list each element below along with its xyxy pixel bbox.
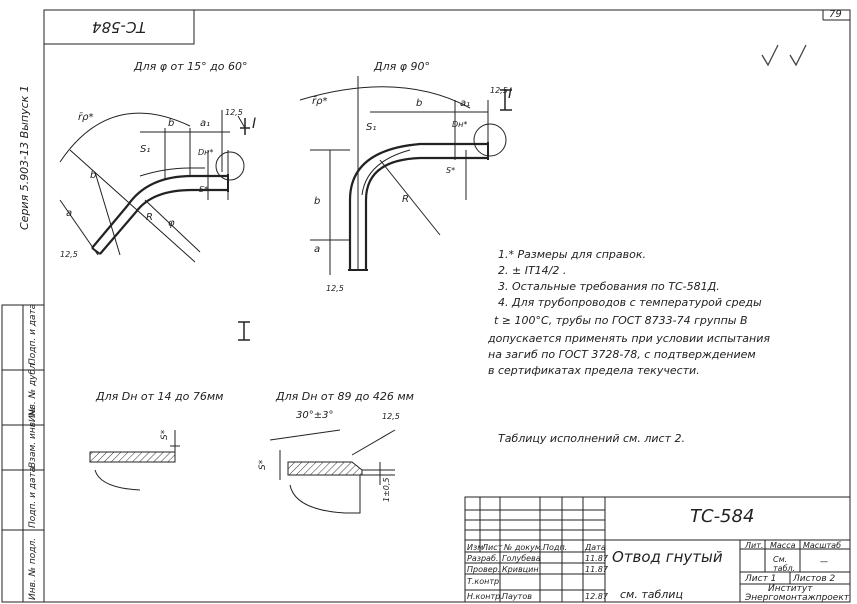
dim-a1-left: a₁ xyxy=(200,118,211,129)
tb-mass: Масса xyxy=(770,541,796,550)
row-prover-date: 11.87 xyxy=(585,565,608,574)
note-3: 3. Остальные требования по ТС-581Д. xyxy=(498,280,720,293)
note-1: 1.* Размеры для справок. xyxy=(498,248,647,261)
dim-a1-right: a₁ xyxy=(460,98,471,109)
note-6: допускается применять при условии испыта… xyxy=(488,332,770,345)
title-block-material: см. таблиц xyxy=(620,588,683,601)
tb-mass-val: См. табл. xyxy=(773,555,796,573)
row-nkontr-name: Паутов xyxy=(502,592,532,601)
detail-one: 1±0,5 xyxy=(382,477,391,502)
dim-rb-left: 12,5 xyxy=(60,250,78,259)
doc-code-box: ТС-584 xyxy=(92,18,146,36)
dim-b2-left: b xyxy=(90,170,97,181)
tb-scale: Масштаб xyxy=(803,541,842,550)
row-nkontr-role: Н.контр. xyxy=(467,592,503,601)
stamp-sign-date-2: Подп. и дата xyxy=(28,466,38,528)
angle-label: 30°±3° xyxy=(296,410,334,421)
page-number: 79 xyxy=(829,9,842,20)
section-mark-left: I xyxy=(252,116,257,132)
table-reference: Таблицу исполнений см. лист 2. xyxy=(498,432,685,445)
row-prover-name: Кривцин xyxy=(502,565,539,574)
dim-R-right: R xyxy=(402,194,409,205)
hdr-doc: № докум. xyxy=(504,543,544,552)
stamp-orig-inv: Инв. № подл. xyxy=(28,537,38,600)
row-razrab-role: Разраб. xyxy=(467,554,499,563)
detail-left-s: S* xyxy=(160,429,170,440)
row-razrab-date: 11.87 xyxy=(585,554,608,563)
dim-dn-left: Dн* xyxy=(198,148,214,157)
dim-s1-right: S₁ xyxy=(366,122,377,133)
note-4: 4. Для трубопроводов с температурой сред… xyxy=(498,296,762,309)
dim-a-left: a xyxy=(66,208,73,219)
hdr-date: Дата xyxy=(585,543,606,552)
note-8: в сертификатах предела текучести. xyxy=(488,364,700,377)
dim-rp-right: r̄ρ* xyxy=(312,96,328,107)
hdr-izm: Изм xyxy=(467,543,484,552)
detail-left-title: Для Dн от 14 до 76мм xyxy=(96,390,224,403)
dim-s-right: S* xyxy=(446,166,456,175)
note-5: t ≥ 100°С, трубы по ГОСТ 8733-74 группы … xyxy=(494,314,748,327)
tb-scale-val: — xyxy=(820,557,828,566)
title-block-name: Отвод гнутый xyxy=(612,548,723,566)
left-view-title: Для φ от 15° до 60° xyxy=(134,60,248,73)
dim-b-left: b xyxy=(168,118,175,129)
tb-sheets: Листов 2 xyxy=(793,574,836,584)
dim-rp-left: r̄ρ* xyxy=(78,112,94,123)
row-nkontr-date: 12.87 xyxy=(585,592,608,601)
dim-dn-right: Dн* xyxy=(452,120,468,129)
tb-org1: Институт xyxy=(768,584,813,594)
row-tkontr-role: Т.контр. xyxy=(467,577,502,586)
dim-s-left: S* xyxy=(199,185,209,194)
dim-a-right: a xyxy=(314,244,321,255)
dim-R-left: R xyxy=(146,212,153,223)
dim-b2-right: b xyxy=(314,196,321,207)
dim-b-right: b xyxy=(416,98,423,109)
tb-org2: Энергомонтажпроект xyxy=(745,593,850,603)
dim-s1-left: S₁ xyxy=(140,144,151,155)
tb-lit: Лит. xyxy=(745,541,764,550)
note-7: на загиб по ГОСТ 3728-78, с подтверждени… xyxy=(488,348,756,361)
detail-rb: 12,5 xyxy=(382,412,400,421)
dim-rb-right: 12,5 xyxy=(326,284,344,293)
detail-right-title: Для Dн от 89 до 426 мм xyxy=(276,390,414,403)
stamp-replace-inv: Взам. инв. № xyxy=(28,406,38,468)
row-razrab-name: Голубева xyxy=(502,554,541,563)
note-2: 2. ± IT14/2 . xyxy=(498,264,567,277)
right-view-title: Для φ 90° xyxy=(374,60,430,73)
stamp-sign-date-1: Подп. и дата xyxy=(28,303,38,365)
detail-right-s: S* xyxy=(258,459,268,470)
title-block-code: ТС-584 xyxy=(690,506,755,527)
dim-phi-left: φ xyxy=(168,218,175,229)
dim-ra-right: 12,5 xyxy=(490,86,508,95)
hdr-sign: Подп. xyxy=(543,543,568,552)
tb-sheet: Лист 1 xyxy=(745,574,777,584)
section-mark-right: I xyxy=(508,86,513,102)
hdr-list: Лист xyxy=(482,543,503,552)
dim-ra-left: 12,5 xyxy=(225,108,243,117)
row-prover-role: Провер. xyxy=(467,565,501,574)
series-label: Серия 5.903-13 Выпуск 1 xyxy=(18,85,31,230)
